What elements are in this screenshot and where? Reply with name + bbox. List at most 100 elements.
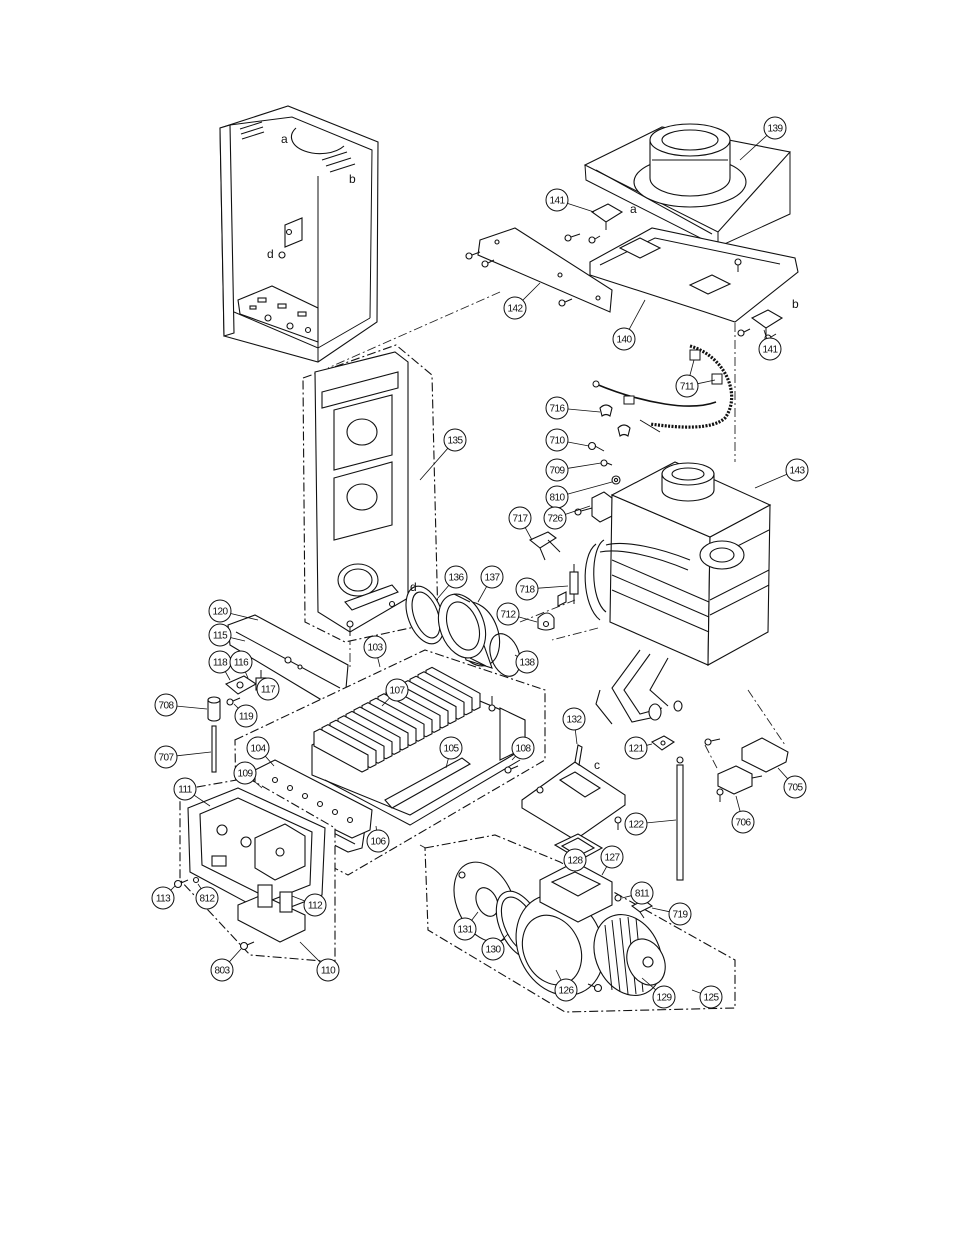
leader-line bbox=[500, 933, 509, 942]
part-number: 103 bbox=[368, 643, 384, 654]
part-number: 119 bbox=[239, 712, 254, 723]
pilot-cap bbox=[207, 696, 221, 722]
leader-line bbox=[646, 819, 677, 824]
callout-circle bbox=[763, 116, 787, 140]
callout-711: 711 bbox=[675, 359, 716, 398]
leader-line bbox=[537, 585, 569, 589]
callout-112: 112 bbox=[291, 893, 327, 917]
leader-line bbox=[565, 505, 591, 515]
part-number: 706 bbox=[736, 818, 752, 829]
bracket-141-right bbox=[750, 309, 784, 336]
callout-circle bbox=[480, 565, 504, 589]
leader-line bbox=[437, 585, 450, 599]
callout-116: 116 bbox=[229, 650, 253, 679]
combustion-fan-assembly bbox=[424, 833, 736, 1013]
callout-circle bbox=[783, 775, 807, 799]
leader-line bbox=[574, 729, 578, 745]
callout-circle bbox=[545, 428, 569, 452]
connection-letter: d bbox=[410, 580, 417, 594]
callout-811: 811 bbox=[621, 881, 654, 905]
callout-115: 115 bbox=[208, 623, 246, 647]
part-number: 105 bbox=[444, 744, 460, 755]
callout-122: 122 bbox=[624, 812, 677, 836]
bracket-141-left bbox=[590, 203, 624, 230]
leader-line bbox=[377, 657, 381, 668]
callout-circle bbox=[624, 812, 648, 836]
callout-circle bbox=[173, 777, 197, 801]
callout-circle bbox=[366, 829, 390, 853]
combustion-chamber-panel bbox=[302, 344, 439, 643]
callout-circle bbox=[515, 577, 539, 601]
part-number: 141 bbox=[550, 196, 566, 207]
part-number: 803 bbox=[215, 966, 231, 977]
leader-line bbox=[567, 408, 601, 413]
connection-letter: a bbox=[281, 132, 288, 146]
part-number: 709 bbox=[550, 466, 566, 477]
callout-circle bbox=[303, 893, 327, 917]
callout-126: 126 bbox=[554, 969, 578, 1002]
callout-119: 119 bbox=[233, 703, 258, 728]
callout-circle bbox=[652, 985, 676, 1009]
callout-circle bbox=[554, 978, 578, 1002]
callout-137: 137 bbox=[477, 565, 504, 603]
leader-line bbox=[621, 895, 632, 899]
callout-circle bbox=[208, 623, 232, 647]
callout-812: 812 bbox=[195, 883, 219, 910]
leader-line bbox=[689, 359, 695, 376]
part-number: 136 bbox=[449, 573, 465, 584]
part-number: 118 bbox=[213, 658, 228, 669]
leader-line bbox=[697, 379, 716, 385]
leader-line bbox=[567, 462, 602, 469]
callout-141b: 141 bbox=[758, 329, 782, 361]
part-number: 140 bbox=[617, 335, 633, 346]
part-number: 117 bbox=[261, 685, 276, 696]
part-number: 127 bbox=[605, 853, 621, 864]
part-number: 104 bbox=[251, 744, 267, 755]
part-number: 108 bbox=[516, 744, 532, 755]
burner-tubes bbox=[313, 666, 481, 773]
part-number: 126 bbox=[559, 986, 575, 997]
callout-142: 142 bbox=[503, 282, 541, 320]
leader-line bbox=[229, 948, 242, 963]
callout-105: 105 bbox=[439, 736, 463, 769]
part-number: 137 bbox=[485, 573, 501, 584]
leader-line bbox=[230, 637, 246, 642]
callout-726: 726 bbox=[543, 505, 591, 530]
callout-circle bbox=[612, 327, 636, 351]
leader-line bbox=[477, 586, 487, 603]
heat-exchanger bbox=[584, 461, 772, 725]
gas-control-unit bbox=[173, 777, 336, 963]
leader-line bbox=[197, 883, 202, 889]
callout-circle bbox=[562, 707, 586, 731]
terminal-bracket bbox=[704, 737, 789, 773]
part-number: 705 bbox=[788, 783, 804, 794]
leader-line bbox=[567, 441, 590, 447]
callout-circle bbox=[731, 810, 755, 834]
part-number: 122 bbox=[629, 820, 645, 831]
leader-line bbox=[381, 697, 390, 707]
part-number: 812 bbox=[200, 894, 216, 905]
flue-gasket-ring bbox=[405, 585, 445, 645]
leader-line bbox=[691, 989, 701, 994]
callout-803: 803 bbox=[210, 948, 242, 982]
callout-135: 135 bbox=[419, 428, 467, 481]
part-number: 717 bbox=[513, 514, 529, 525]
leader-line bbox=[601, 866, 608, 876]
leader-line bbox=[265, 755, 275, 767]
callout-705: 705 bbox=[777, 767, 807, 799]
callout-129: 129 bbox=[641, 977, 676, 1009]
callout-circle bbox=[511, 736, 535, 760]
sight-window-plate bbox=[227, 614, 349, 703]
callout-716: 716 bbox=[545, 396, 601, 420]
flue-sleeve bbox=[437, 593, 501, 669]
callout-708: 708 bbox=[154, 693, 208, 717]
callout-121: 121 bbox=[624, 736, 653, 760]
screws-upper bbox=[465, 233, 777, 342]
callout-circle bbox=[233, 761, 257, 785]
callout-circle bbox=[624, 736, 648, 760]
callout-circle bbox=[785, 458, 809, 482]
callout-718: 718 bbox=[515, 577, 569, 601]
leader-line bbox=[176, 705, 208, 710]
